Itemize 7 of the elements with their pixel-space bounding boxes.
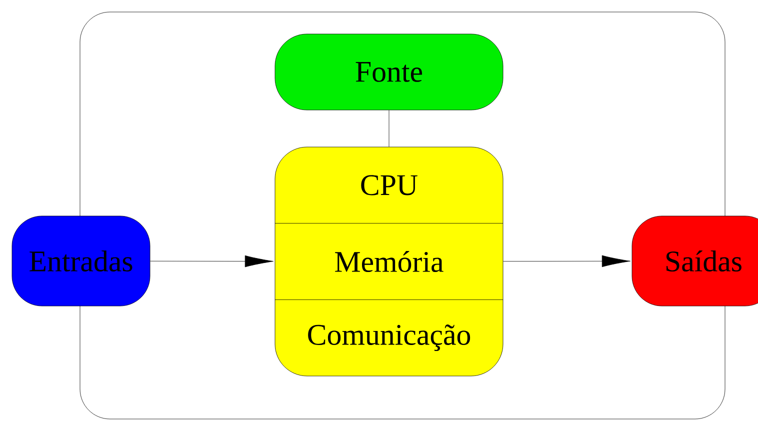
connector-line [388,110,390,147]
sectioned-box: CPU Memória Comunicação [274,146,504,376]
arrow [503,255,630,268]
rounded-box: Saídas [632,216,758,306]
rounded-box: Fonte [274,34,504,110]
rounded-box: Entradas [12,216,150,306]
arrow [150,255,274,268]
